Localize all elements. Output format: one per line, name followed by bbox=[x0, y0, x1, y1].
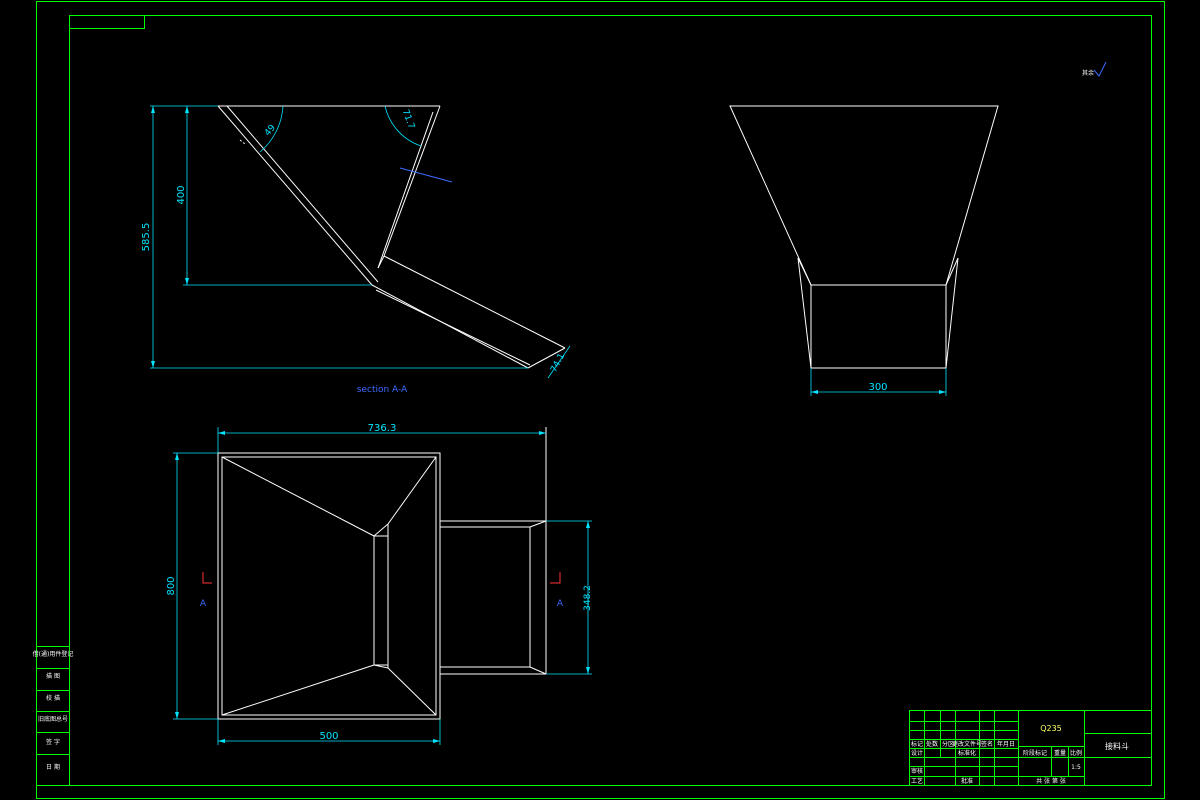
material-value: Q235 bbox=[1040, 724, 1062, 733]
outer-border bbox=[36, 1, 1165, 799]
side-table-row-2: 描 图 bbox=[46, 672, 60, 680]
label-standardization: 标准化 bbox=[958, 749, 976, 757]
label-sheets: 共 张 第 张 bbox=[1036, 777, 1066, 785]
label-stage: 阶段标记 bbox=[1023, 749, 1047, 757]
side-table-row-4: 旧底图总号 bbox=[38, 715, 68, 723]
top-view: 736.3 800 500 348.2 A A bbox=[166, 423, 593, 745]
section-view: 585.5 400 49 71.7 74.1 section A-A bbox=[141, 105, 571, 395]
dim-top-overall: 736.3 bbox=[368, 423, 397, 434]
side-table-row-1: 借(通)用件登记 bbox=[33, 650, 74, 658]
header-mark: 标记 bbox=[911, 740, 923, 748]
part-name: 接料斗 bbox=[1105, 741, 1129, 751]
header-change-doc: 更改文件号 bbox=[952, 740, 982, 748]
dim-hopper-height: 400 bbox=[176, 185, 187, 204]
header-signature: 签名 bbox=[981, 740, 993, 748]
side-table-row-5: 签 字 bbox=[46, 738, 60, 746]
header-count: 处数 bbox=[926, 740, 938, 748]
cut-marker-right: A bbox=[557, 599, 564, 609]
title-block: 标记 处数 分区 更改文件号 签名 年月日 设计 标准化 审核 工艺 批准 Q2… bbox=[909, 710, 1152, 786]
roughness-annotation: 其余 bbox=[1082, 61, 1107, 77]
label-design: 设计 bbox=[911, 749, 923, 757]
dim-chute-width: 348.2 bbox=[583, 585, 593, 611]
dim-front-bottom: 300 bbox=[868, 382, 887, 393]
label-weight: 重量 bbox=[1054, 749, 1066, 757]
angle-right: 71.7 bbox=[400, 108, 416, 130]
drawing-frame bbox=[36, 1, 1165, 799]
section-label: section A-A bbox=[357, 385, 408, 395]
side-table-row-6: 日 期 bbox=[46, 763, 60, 771]
front-view: 300 bbox=[729, 105, 999, 396]
label-review: 审核 bbox=[911, 767, 923, 775]
inner-border bbox=[69, 15, 1152, 786]
dim-top-bottom: 500 bbox=[319, 731, 338, 742]
label-scale: 比例 bbox=[1070, 749, 1082, 757]
code-box bbox=[69, 15, 145, 29]
label-process: 工艺 bbox=[911, 777, 923, 785]
side-table: 借(通)用件登记 描 图 校 描 旧底图总号 签 字 日 期 bbox=[33, 646, 74, 786]
cut-marker-left: A bbox=[200, 599, 207, 609]
angle-left: 49 bbox=[263, 123, 278, 138]
roughness-text: 其余 bbox=[1082, 69, 1094, 77]
scale-value: 1:5 bbox=[1071, 764, 1081, 771]
header-date: 年月日 bbox=[997, 740, 1015, 748]
header-zone: 分区 bbox=[942, 740, 954, 748]
dim-total-height: 585.5 bbox=[141, 223, 152, 252]
side-table-row-3: 校 描 bbox=[46, 694, 60, 702]
dim-top-depth: 800 bbox=[166, 576, 177, 595]
label-approve: 批准 bbox=[961, 777, 973, 785]
